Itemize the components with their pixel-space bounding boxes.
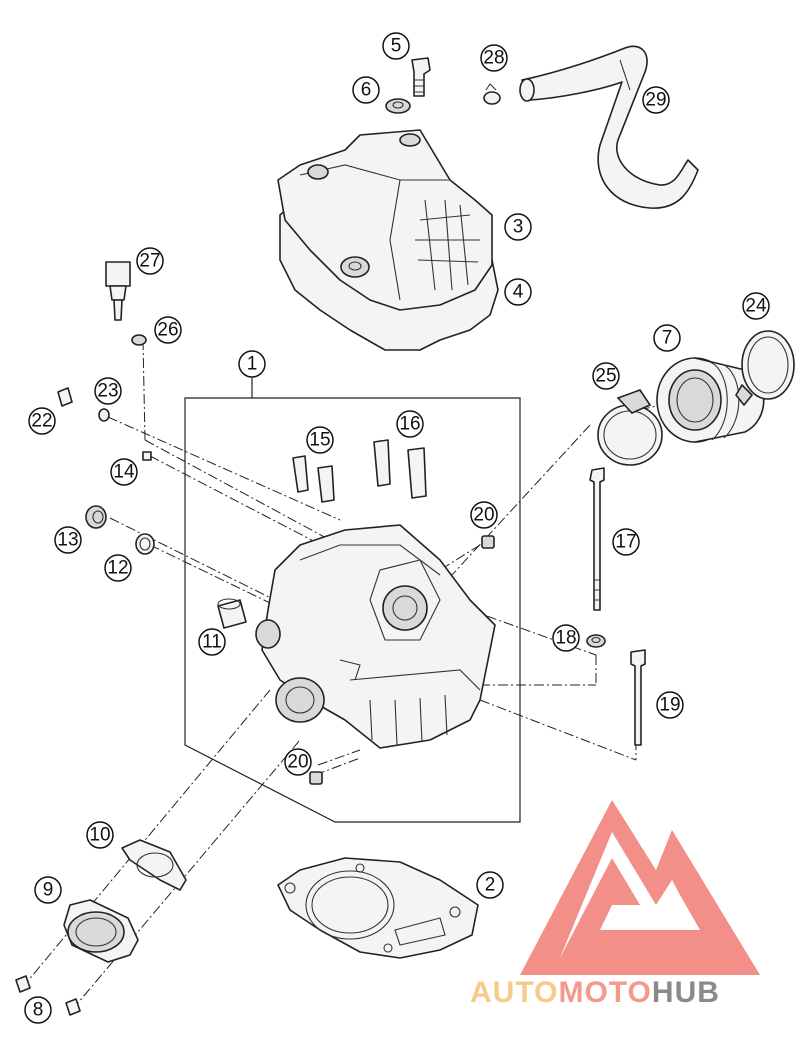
- part-9-intake-flange: [63, 899, 139, 963]
- assembly-frame: [184, 397, 521, 823]
- part-29-hose: [519, 45, 699, 209]
- callout-22-label: 22: [31, 411, 52, 432]
- watermark-text-hub: HUB: [652, 976, 720, 1009]
- callout-11: 11: [198, 628, 226, 656]
- callout-17: 17: [612, 528, 640, 556]
- watermark-text-auto: AUTO: [470, 976, 558, 1009]
- part-20-plug-bottom: [309, 771, 323, 785]
- callout-16: 16: [396, 410, 424, 438]
- callout-29-label: 29: [645, 90, 666, 111]
- callout-14: 14: [110, 458, 138, 486]
- callout-16-label: 16: [399, 414, 420, 435]
- callout-8: 8: [24, 996, 52, 1024]
- part-16-valve-guides: [373, 439, 427, 499]
- callout-24-label: 24: [745, 296, 767, 317]
- callout-23-label: 23: [97, 381, 118, 402]
- callout-11-label: 11: [202, 632, 222, 653]
- callout-23: 23: [94, 377, 122, 405]
- callout-27-label: 27: [139, 251, 160, 272]
- part-1-cylinder-head: [255, 524, 496, 749]
- part-12-oring: [135, 533, 155, 555]
- callout-8-label: 8: [33, 1000, 44, 1021]
- part-5-bolt: [411, 57, 431, 97]
- callout-12: 12: [104, 554, 132, 582]
- part-14-pin: [142, 451, 152, 461]
- callout-7: 7: [653, 324, 681, 352]
- part-18-washer: [586, 634, 606, 648]
- part-17-bolt: [589, 467, 605, 611]
- callout-27: 27: [136, 247, 164, 275]
- part-22-plug: [57, 387, 73, 407]
- part-28-clamp: [483, 83, 501, 105]
- part-13-plug: [85, 505, 107, 529]
- callout-6: 6: [352, 76, 380, 104]
- callout-26: 26: [154, 316, 182, 344]
- watermark-text-moto: MOTO: [558, 976, 651, 1009]
- callout-20-bottom: 20: [284, 748, 312, 776]
- callout-3-label: 3: [513, 217, 524, 238]
- callout-20-top-label: 20: [473, 505, 494, 526]
- part-25-clamp: [597, 389, 663, 466]
- callout-20-top: 20: [470, 501, 498, 529]
- callout-10-label: 10: [89, 825, 110, 846]
- watermark-logo-mark: [520, 800, 760, 975]
- part-7-intake-boot: [656, 357, 765, 443]
- callout-9-label: 9: [43, 880, 54, 901]
- callout-18: 18: [552, 624, 580, 652]
- callout-15: 15: [306, 426, 334, 454]
- callout-24: 24: [742, 292, 770, 320]
- part-2-head-gasket: [277, 857, 479, 959]
- callout-17-label: 17: [615, 532, 636, 553]
- callout-25-label: 25: [595, 366, 616, 387]
- part-23-screw: [98, 408, 110, 422]
- callout-20-bottom-label: 20: [287, 752, 308, 773]
- part-10-gasket: [121, 839, 187, 891]
- callout-13: 13: [54, 526, 82, 554]
- part-26-washer: [131, 334, 147, 346]
- part-20-plug-top: [481, 535, 495, 549]
- part-6-washer: [385, 98, 411, 114]
- callout-18-label: 18: [555, 628, 576, 649]
- callout-6-label: 6: [361, 80, 372, 101]
- callout-12-label: 12: [107, 558, 128, 579]
- callout-29: 29: [642, 86, 670, 114]
- callout-14-label: 14: [113, 462, 135, 483]
- callout-5-label: 5: [391, 36, 402, 57]
- callout-25: 25: [592, 362, 620, 390]
- callout-7-label: 7: [662, 328, 673, 349]
- callout-4-label: 4: [513, 282, 524, 303]
- callout-2: 2: [476, 871, 504, 899]
- callout-4: 4: [504, 278, 532, 306]
- callout-2-label: 2: [485, 875, 496, 896]
- callout-26-label: 26: [157, 320, 178, 341]
- callout-9: 9: [34, 876, 62, 904]
- callout-19-label: 19: [659, 695, 680, 716]
- part-3-valve-cover: [277, 129, 493, 311]
- callout-22: 22: [28, 407, 56, 435]
- part-15-valve-guides: [292, 455, 335, 503]
- part-24-clamp: [735, 330, 795, 407]
- part-19-bolt: [630, 649, 646, 746]
- callout-19: 19: [656, 691, 684, 719]
- callout-1-label: 1: [247, 354, 258, 375]
- callout-10: 10: [86, 821, 114, 849]
- part-8-screws: [15, 975, 81, 1016]
- callout-28-label: 28: [483, 48, 504, 69]
- watermark-text: AUTOMOTOHUB: [470, 976, 720, 1009]
- callout-1: 1: [238, 350, 266, 378]
- callout-28: 28: [480, 44, 508, 72]
- watermark-logo: [520, 800, 760, 975]
- callout-3: 3: [504, 213, 532, 241]
- callout-13-label: 13: [57, 530, 78, 551]
- callout-5: 5: [382, 32, 410, 60]
- part-27-sensor: [105, 261, 131, 321]
- part-11-dowel: [217, 598, 247, 629]
- callout-15-label: 15: [309, 430, 330, 451]
